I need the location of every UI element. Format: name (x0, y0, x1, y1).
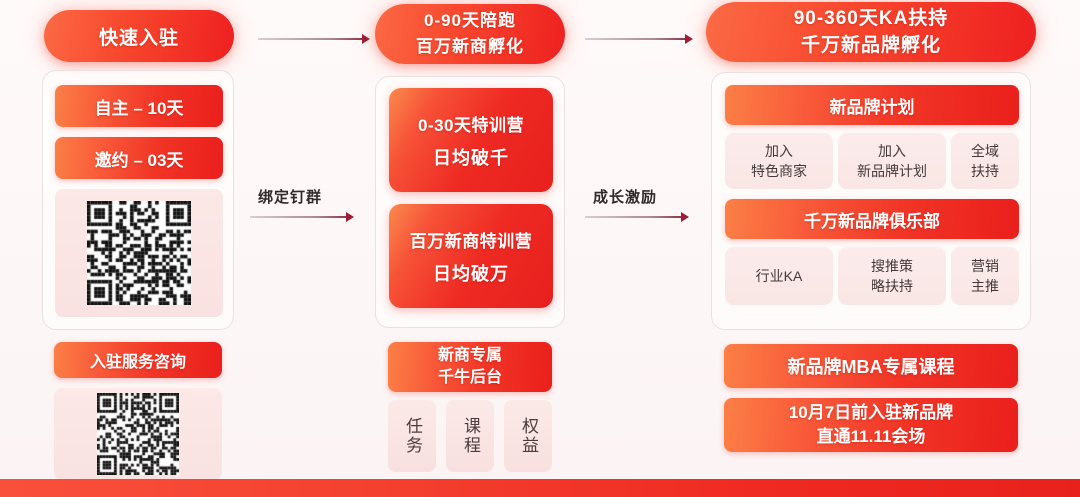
card-0-30-day-camp[interactable]: 0-30天特训营 日均破千 (389, 88, 553, 192)
bottom-red-strip (0, 479, 1080, 497)
button-new-brand-plan[interactable]: 新品牌计划 (725, 85, 1019, 125)
connector-line (585, 216, 681, 218)
tile-row-new-brand-club: 行业KA 搜推策 略扶持 营销 主推 (725, 247, 1019, 305)
connector-label-growth-incentive: 成长激励 (593, 189, 658, 206)
tile-join-new-brand-plan[interactable]: 加入 新品牌计划 (838, 133, 946, 189)
button-entry-service-consult[interactable]: 入驻服务咨询 (54, 342, 222, 378)
tile-benefit[interactable]: 权益 (504, 400, 552, 472)
button-oct7-entry-double11[interactable]: 10月7日前入驻新品牌 直通11.11会场 (724, 398, 1018, 452)
connector-line (258, 38, 362, 40)
arrow-head-icon (685, 34, 693, 44)
connector-line (250, 216, 346, 218)
tile-row-new-brand-plan: 加入 特色商家 加入 新品牌计划 全域 扶持 (725, 133, 1019, 189)
button-self-10-days[interactable]: 自主 – 10天 (55, 85, 223, 127)
panel-day-90-360: 新品牌计划 加入 特色商家 加入 新品牌计划 全域 扶持 千万新品牌俱乐部 (711, 72, 1031, 330)
qr-code-service[interactable] (54, 388, 222, 480)
panel-day-0-90: 0-30天特训营 日均破千 百万新商特训营 日均破万 (375, 76, 565, 328)
header-line-1: 90-360天KA扶持 (793, 8, 949, 29)
button-ten-million-new-brand-club[interactable]: 千万新品牌俱乐部 (725, 199, 1019, 239)
tile-global-support[interactable]: 全域 扶持 (951, 133, 1019, 189)
card-million-merchant-camp[interactable]: 百万新商特训营 日均破万 (389, 204, 553, 308)
tile-join-featured-merchant[interactable]: 加入 特色商家 (725, 133, 833, 189)
tile-course[interactable]: 课程 (446, 400, 494, 472)
column-header-quick-entry: 快速入驻 (44, 10, 234, 62)
tile-task[interactable]: 任务 (388, 400, 436, 472)
arrow-head-icon (346, 212, 354, 222)
arrow-head-icon (681, 212, 689, 222)
button-new-brand-mba-course[interactable]: 新品牌MBA专属课程 (724, 344, 1018, 388)
column-header-day-90-360: 90-360天KA扶持 千万新品牌孵化 (706, 2, 1036, 62)
connector-line (585, 38, 685, 40)
qr-code-entry[interactable] (55, 189, 223, 317)
button-merchant-qianniu-backend[interactable]: 新商专属 千牛后台 (388, 342, 552, 392)
header-line-2: 千万新品牌孵化 (800, 35, 941, 56)
tile-search-promo-strategy-support[interactable]: 搜推策 略扶持 (838, 247, 946, 305)
connector-label-bind-ding-group: 绑定钉群 (258, 189, 323, 206)
header-line-2: 百万新商孵化 (416, 37, 524, 56)
panel-quick-entry: 自主 – 10天 邀约 – 03天 (42, 70, 234, 330)
tile-industry-ka[interactable]: 行业KA (725, 247, 833, 305)
header-line-1: 快速入驻 (98, 27, 179, 49)
button-invite-03-days[interactable]: 邀约 – 03天 (55, 137, 223, 179)
column-header-day-0-90: 0-90天陪跑 百万新商孵化 (375, 4, 565, 64)
arrow-head-icon (362, 34, 370, 44)
tile-marketing-main-promo[interactable]: 营销 主推 (951, 247, 1019, 305)
header-line-1: 0-90天陪跑 (423, 11, 517, 30)
